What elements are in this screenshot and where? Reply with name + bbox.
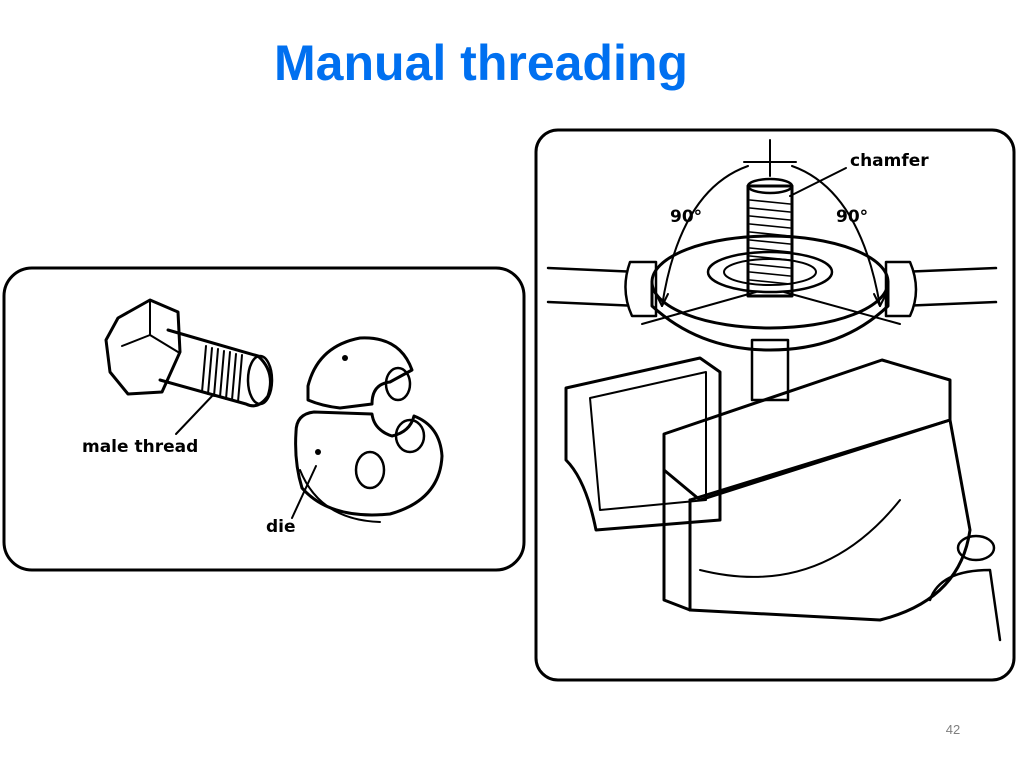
page-number: 42: [945, 722, 961, 737]
die-stock: [650, 234, 890, 352]
angle-left-label: 90°: [670, 207, 702, 227]
vise: [564, 356, 1002, 642]
chamfer-label: chamfer: [850, 151, 929, 171]
die-stock-handles: [546, 260, 998, 318]
right-figure-frame: [534, 128, 1016, 682]
left-figure-frame: [2, 266, 526, 572]
male-thread-label: male thread: [82, 437, 198, 457]
bolt-illustration: [104, 298, 274, 408]
die-label: die: [266, 517, 296, 537]
die-illustration: [294, 336, 444, 523]
slide-title: Manual threading: [274, 35, 688, 91]
angle-right-label: 90°: [836, 207, 868, 227]
workpiece-rod: [746, 177, 794, 402]
angle-indicators: [641, 139, 901, 325]
